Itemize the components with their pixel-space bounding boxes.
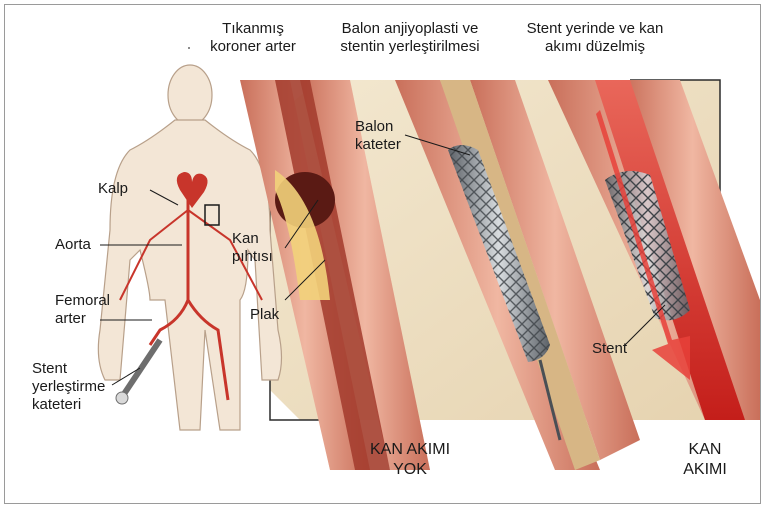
header-balloon-angioplasty: Balon anjiyoplasti ve stentin yerleştiri… — [320, 20, 500, 56]
label-plaque: Plak — [250, 306, 279, 324]
header-blocked-artery: Tıkanmış koroner arter — [198, 20, 308, 56]
label-stent: Stent — [592, 340, 627, 358]
label-no-blood-flow: KAN AKIMI YOK — [355, 440, 465, 480]
label-balloon-catheter: Balon kateter — [355, 118, 401, 154]
header-stent-flow-restored: Stent yerinde ve kan akımı düzelmiş — [505, 20, 685, 56]
label-femoral-artery: Femoral arter — [55, 292, 110, 328]
label-blood-flow: KAN AKIMI — [675, 440, 735, 480]
label-heart: Kalp — [98, 180, 128, 198]
label-stent-catheter: Stent yerleştirme kateteri — [32, 360, 105, 414]
label-blood-clot: Kan pıhtısı — [232, 230, 273, 266]
label-aorta: Aorta — [55, 236, 91, 254]
